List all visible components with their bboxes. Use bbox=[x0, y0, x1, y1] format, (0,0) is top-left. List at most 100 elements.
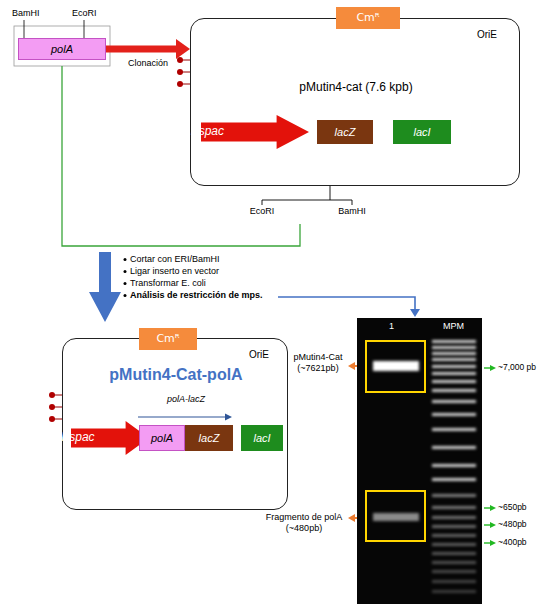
ladder-band bbox=[432, 552, 476, 555]
ladder-band bbox=[432, 534, 476, 537]
fusion-arrow-line bbox=[138, 416, 226, 417]
plasmid-dot bbox=[49, 404, 55, 410]
annotation-label: Análisis de restricción de mps. bbox=[130, 290, 263, 301]
site-tick bbox=[24, 20, 25, 38]
node-text: lacI bbox=[253, 432, 270, 445]
bracket-line bbox=[352, 200, 353, 205]
plasmid-dot bbox=[177, 69, 183, 75]
marker-leader-head bbox=[490, 540, 496, 546]
node-text: polA-lacZ bbox=[156, 394, 216, 404]
node-text: Pspac bbox=[191, 125, 224, 139]
marker-leader bbox=[484, 507, 491, 508]
plasmid-dot bbox=[49, 392, 55, 398]
gel-bands bbox=[357, 318, 482, 604]
gel-pointer-line bbox=[278, 297, 415, 310]
annotation-label: BamHI bbox=[338, 206, 366, 217]
gene-box: lacZ bbox=[317, 120, 373, 144]
ladder-band bbox=[432, 372, 476, 375]
gene-box: lacI bbox=[241, 425, 283, 451]
marker-leader-head bbox=[490, 365, 496, 371]
gel-image: 1 MPM bbox=[357, 318, 482, 604]
node-text: MPM bbox=[443, 321, 464, 331]
plasmid-box: OriEpMutin4-cat (7.6 kpb)CmᴿPspaclacZlac… bbox=[190, 18, 520, 186]
ladder-band bbox=[432, 365, 476, 368]
marker-leader bbox=[484, 524, 491, 525]
ladder-band bbox=[432, 358, 476, 361]
gene-box: polA bbox=[139, 425, 185, 451]
ladder-band bbox=[432, 570, 476, 573]
annotation-label: Ligar inserto en vector bbox=[130, 266, 219, 277]
ladder-band bbox=[432, 428, 476, 431]
annotation-label: ~7,000 pb bbox=[498, 362, 536, 372]
bullet bbox=[124, 282, 127, 285]
resistance-box: Cmᴿ bbox=[139, 328, 197, 350]
node-text: polA bbox=[151, 432, 173, 445]
ladder-band bbox=[432, 478, 476, 481]
annotation-label: BamHI bbox=[12, 8, 40, 19]
plasmid-dot bbox=[177, 81, 183, 87]
ladder-band bbox=[432, 506, 476, 509]
ladder-band bbox=[432, 590, 476, 593]
node-text: lacZ bbox=[335, 126, 356, 139]
gene-box: lacZ bbox=[185, 425, 233, 451]
node-text: Pspac bbox=[61, 431, 94, 445]
node-text: Cmᴿ bbox=[156, 333, 179, 346]
bracket-line bbox=[262, 200, 263, 205]
annotation-label: ~480pb bbox=[498, 519, 527, 529]
bullet bbox=[124, 270, 127, 273]
marker-leader-head bbox=[490, 522, 496, 528]
annotation-label: Cortar con ERI/BamHI bbox=[130, 254, 220, 265]
plasmid-dot bbox=[177, 57, 183, 63]
node-text: lacZ bbox=[199, 432, 220, 445]
ladder-band bbox=[432, 446, 476, 449]
insert-outline bbox=[14, 26, 110, 66]
ladder-band bbox=[432, 525, 476, 528]
annotation-label: EcoRI bbox=[250, 206, 275, 217]
marker-leader bbox=[484, 542, 491, 543]
bracket-line bbox=[330, 186, 331, 200]
ladder-band bbox=[432, 494, 476, 497]
node-text: polA bbox=[51, 43, 73, 56]
plasmid-band bbox=[373, 361, 419, 371]
bullet bbox=[124, 258, 127, 261]
bullet bbox=[124, 294, 127, 297]
node-text: pMutin4-Cat-polA bbox=[63, 366, 289, 384]
edge-label: Clonación bbox=[127, 58, 169, 69]
ladder-band bbox=[432, 464, 476, 467]
node-text: Cmᴿ bbox=[356, 12, 379, 25]
promoter-arrow: Pspac bbox=[201, 115, 309, 149]
ladder-band bbox=[432, 516, 476, 519]
gene-box: lacI bbox=[393, 120, 451, 144]
ladder-band bbox=[432, 380, 476, 383]
bracket-line bbox=[262, 200, 352, 201]
highlight-box bbox=[366, 491, 425, 541]
marker-leader bbox=[484, 367, 491, 368]
gel-pointer-head bbox=[410, 309, 420, 317]
marker-leader-head bbox=[490, 505, 496, 511]
ladder-band bbox=[432, 561, 476, 564]
ladder-band bbox=[432, 389, 476, 392]
annotation-label: ~400pb bbox=[498, 537, 527, 547]
plasmid-dot bbox=[49, 416, 55, 422]
node-text: OriE bbox=[477, 29, 497, 41]
band-leader-head bbox=[348, 362, 355, 370]
site-tick bbox=[84, 20, 85, 38]
ladder-band bbox=[432, 352, 476, 355]
annotation-label: ~650pb bbox=[498, 502, 527, 512]
ladder-band bbox=[432, 346, 476, 349]
insert-box: polA bbox=[18, 38, 106, 60]
annotation-label: Transformar E. coli bbox=[130, 278, 206, 289]
plasmid-box: OriEpMutin4-Cat-polApolA-lacZCmᴿPspacpol… bbox=[62, 338, 288, 510]
node-text: OriE bbox=[249, 349, 269, 361]
step-arrow bbox=[89, 252, 121, 322]
annotation-label: EcoRI bbox=[72, 8, 97, 19]
fusion-arrow-head bbox=[225, 414, 232, 421]
ladder-band bbox=[432, 543, 476, 546]
clone-arrow bbox=[106, 46, 176, 53]
node-text: 1 bbox=[389, 321, 394, 331]
ladder-band bbox=[432, 580, 476, 583]
ladder-band bbox=[432, 413, 476, 416]
ladder-band bbox=[432, 340, 476, 343]
